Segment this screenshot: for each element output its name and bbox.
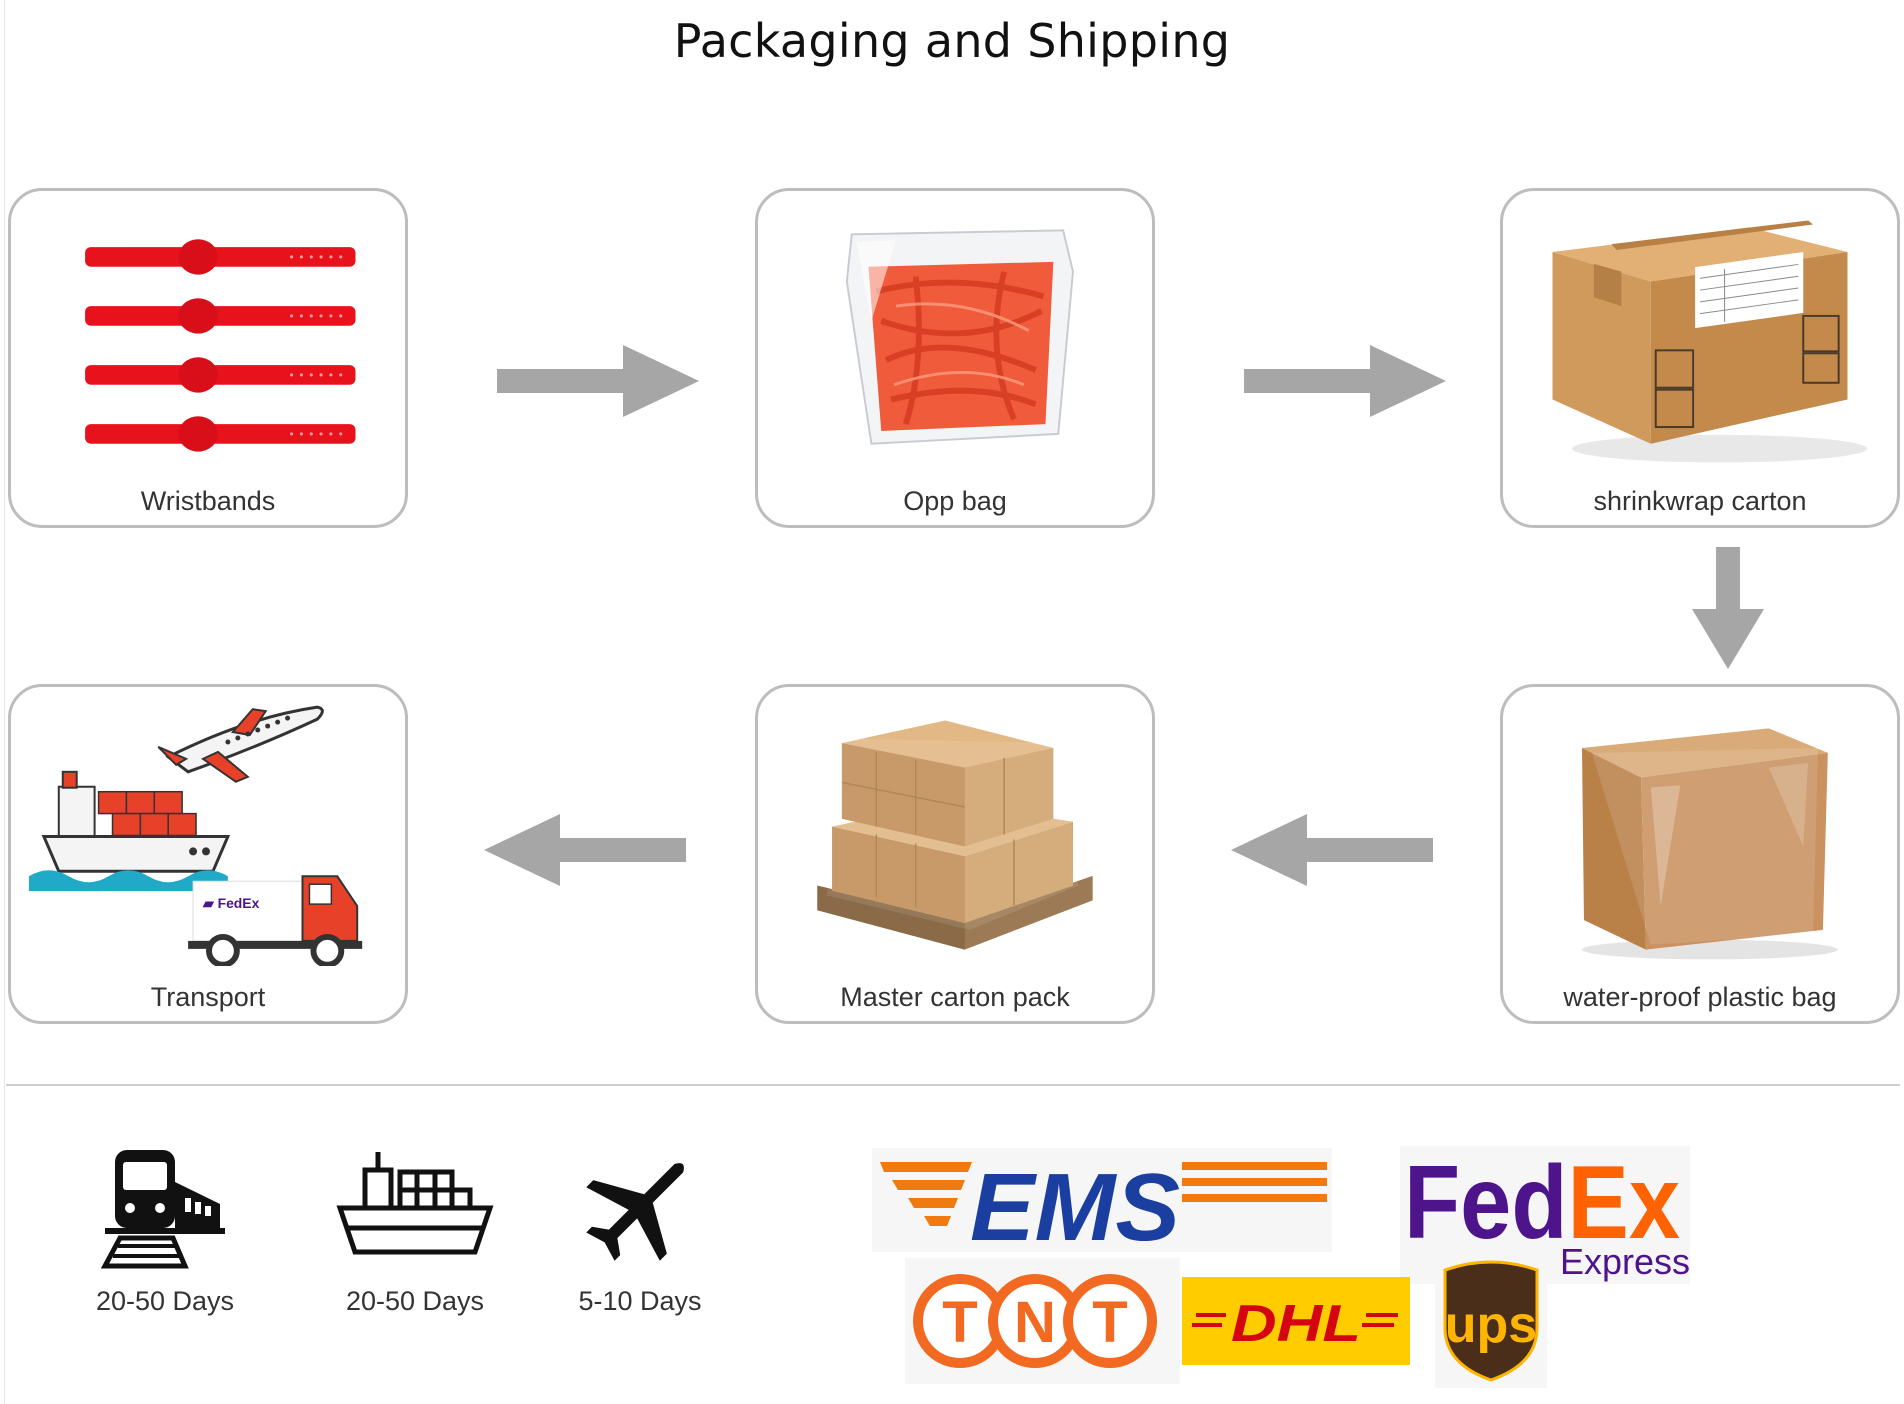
ems-logo-text: EMS xyxy=(970,1154,1180,1252)
step-label: water-proof plastic bag xyxy=(1563,982,1837,1012)
svg-text:N: N xyxy=(1014,1290,1056,1355)
arrow-right-icon xyxy=(1244,345,1446,417)
step-master-carton-pack: Master carton pack xyxy=(755,684,1155,1024)
airplane-icon xyxy=(560,1142,720,1272)
ups-logo: ups xyxy=(1435,1256,1547,1388)
step-label: shrinkwrap carton xyxy=(1593,486,1807,516)
step-label: Master carton pack xyxy=(840,982,1070,1012)
wrapped-box-image xyxy=(1523,707,1877,966)
step-water-proof-plastic-bag: water-proof plastic bag xyxy=(1500,684,1900,1024)
dhl-logo: DHL xyxy=(1182,1277,1410,1365)
transit-days: 20-50 Days xyxy=(345,1286,485,1316)
step-label: Opp bag xyxy=(903,486,1007,516)
transport-image: ▰ FedEx xyxy=(19,697,397,966)
step-label: Wristbands xyxy=(140,486,276,516)
arrow-left-icon xyxy=(484,814,686,886)
truck-icon: ▰ FedEx xyxy=(188,875,363,966)
mode-ship: 20-50 Days xyxy=(305,1142,525,1317)
ups-logo-text: ups xyxy=(1445,1296,1537,1354)
opp-bag-image xyxy=(778,211,1132,470)
arrow-right-icon xyxy=(497,345,699,417)
page-title: Packaging and Shipping xyxy=(673,14,1231,68)
wristbands-image xyxy=(31,211,385,470)
fedex-express-text: Express xyxy=(1560,1241,1690,1282)
wristband-strap xyxy=(85,239,356,275)
arrow-down-icon xyxy=(1692,547,1764,669)
wristband-strap xyxy=(85,357,356,393)
section-divider xyxy=(6,1084,1900,1086)
fedex-logo: FedEx Express xyxy=(1400,1146,1690,1284)
carton-box-image xyxy=(1523,211,1877,470)
ship-icon xyxy=(335,1142,495,1272)
fedex-logo-text: FedEx xyxy=(1404,1146,1680,1261)
mode-air: 5-10 Days xyxy=(530,1142,750,1317)
wristband-strap xyxy=(85,298,356,334)
dhl-logo-text: DHL xyxy=(1231,1295,1361,1353)
mode-train: 20-50 Days xyxy=(55,1142,275,1317)
transit-days: 5-10 Days xyxy=(578,1286,702,1316)
arrow-left-icon xyxy=(1231,814,1433,886)
svg-text:T: T xyxy=(942,1290,977,1355)
svg-text:T: T xyxy=(1092,1290,1127,1355)
tnt-logo: T N T xyxy=(905,1258,1180,1384)
ship-icon xyxy=(28,770,231,892)
svg-text:▰ FedEx: ▰ FedEx xyxy=(202,895,260,911)
ems-logo: EMS xyxy=(872,1148,1332,1252)
step-shrinkwrap-carton: shrinkwrap carton xyxy=(1500,188,1900,528)
wristband-strap xyxy=(85,416,356,452)
step-label: Transport xyxy=(150,982,266,1012)
left-edge-line xyxy=(4,0,5,1404)
step-opp-bag: Opp bag xyxy=(755,188,1155,528)
pallet-boxes-image xyxy=(778,707,1132,966)
airplane-icon xyxy=(157,705,324,783)
step-transport: ▰ FedEx Transport xyxy=(8,684,408,1024)
train-icon xyxy=(85,1142,245,1272)
step-wristbands: Wristbands xyxy=(8,188,408,528)
transit-days: 20-50 Days xyxy=(95,1286,235,1316)
